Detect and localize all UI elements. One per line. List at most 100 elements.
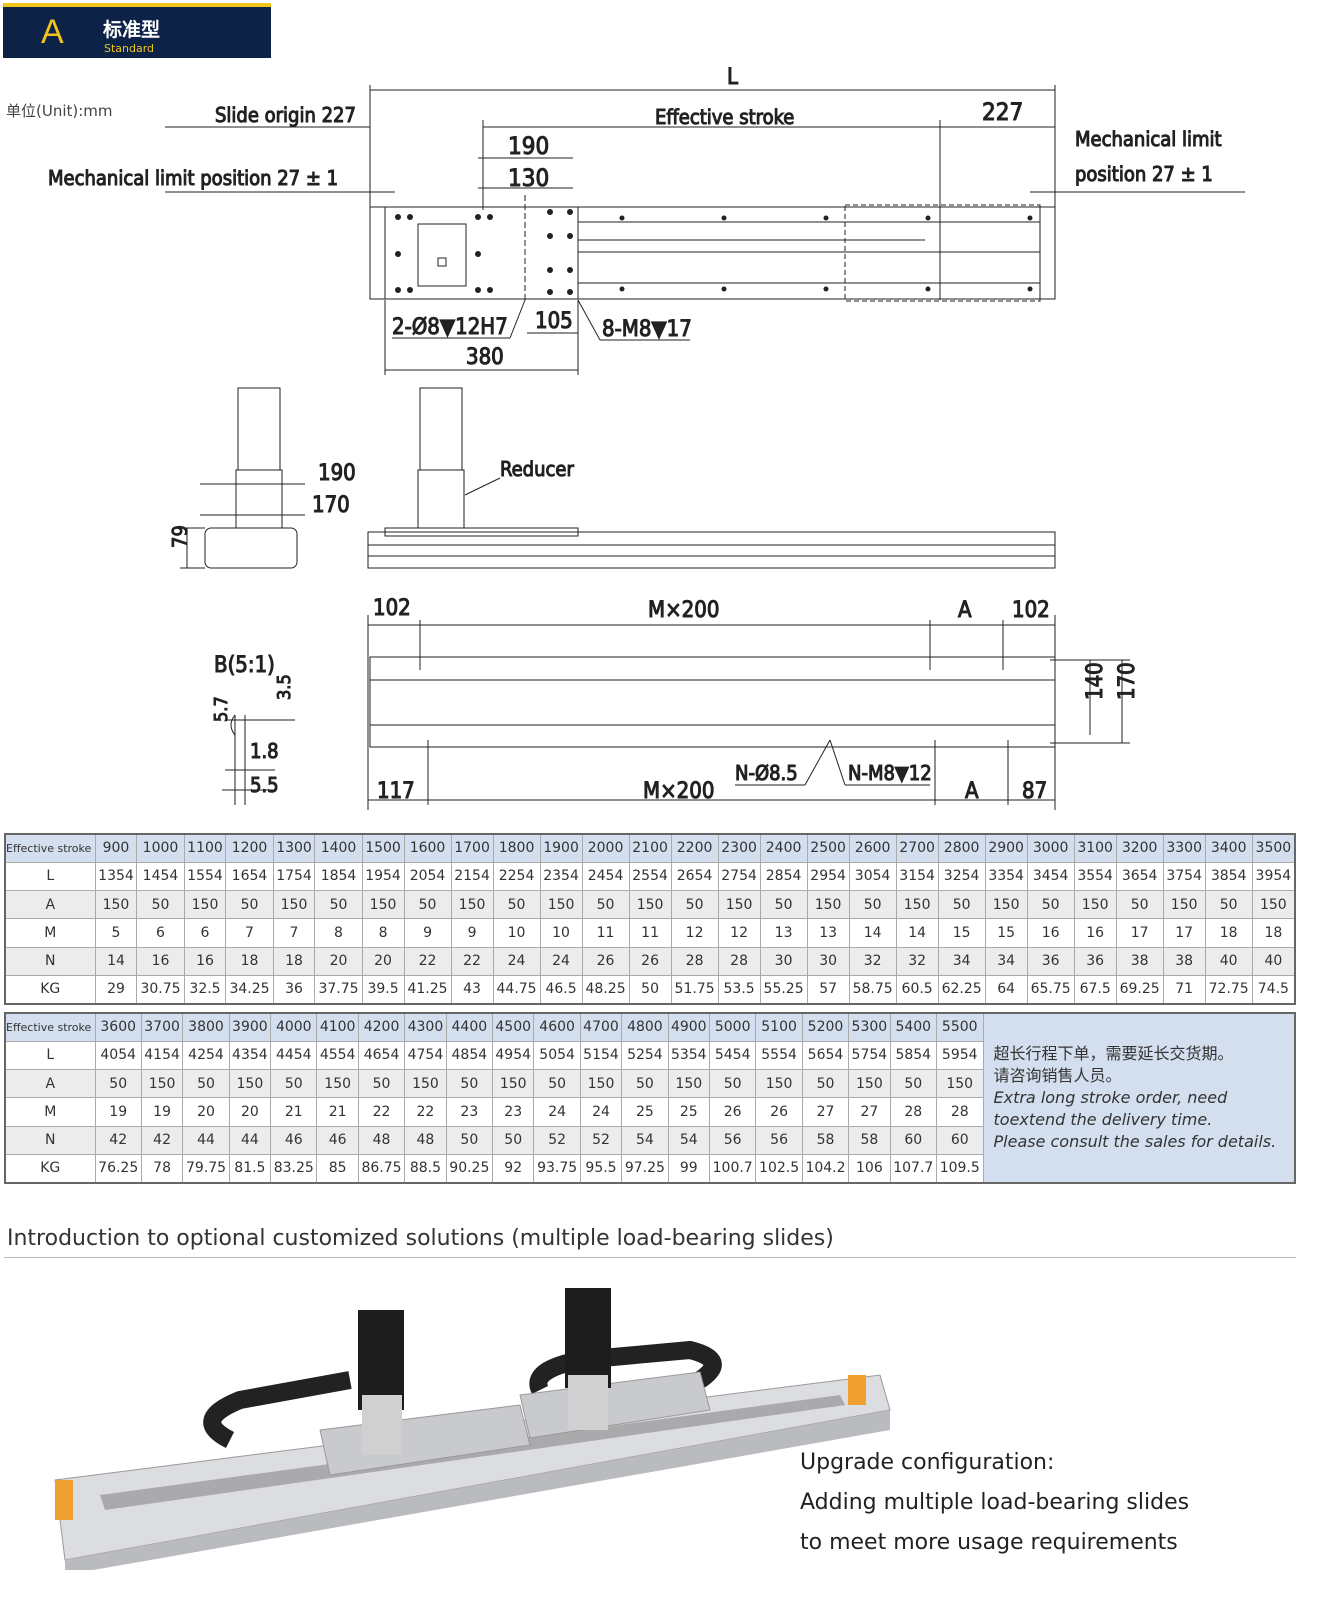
table-cell: 150 [667, 1069, 710, 1099]
table-cell: 54 [621, 1125, 669, 1155]
table-cell: 50 [670, 890, 719, 920]
table-cell: 28 [889, 1097, 937, 1127]
table-cell: 44.75 [492, 974, 541, 1005]
front-view [367, 387, 1056, 569]
table-cell: 2700 [895, 833, 939, 863]
table-cell: 50 [492, 1125, 535, 1155]
table-cell: 40 [1251, 946, 1296, 976]
table-cell: 1800 [492, 833, 541, 863]
table-cell: 4254 [182, 1040, 230, 1071]
table-cell: 8 [314, 918, 363, 948]
table-cell: 1500 [361, 833, 405, 863]
table-cell: 99 [667, 1153, 710, 1184]
table-cell: 3154 [895, 861, 939, 892]
table-cell: 3554 [1073, 861, 1117, 892]
table-cell: 18 [1251, 918, 1296, 948]
table-cell: 50 [533, 1069, 581, 1099]
table-cell: 3600 [94, 1012, 142, 1042]
table-cell: 2300 [717, 833, 761, 863]
table-cell: 20 [228, 1097, 272, 1127]
table-cell: 23 [492, 1097, 535, 1127]
table-cell: 11 [581, 918, 630, 948]
row-label: N [4, 1125, 96, 1155]
table-cell: 2500 [806, 833, 850, 863]
table-cell: 3354 [984, 861, 1028, 892]
table-cell: 60 [935, 1125, 984, 1155]
table-cell: 79.75 [182, 1153, 230, 1184]
dim-130: 130 [508, 164, 549, 192]
row-label: Effective stroke [4, 1012, 96, 1042]
table-cell: 52 [579, 1125, 623, 1155]
table-cell: 67.5 [1073, 974, 1117, 1005]
table-cell: 8 [361, 918, 405, 948]
row-label: A [4, 890, 96, 920]
table-cell: 78 [140, 1153, 184, 1184]
table-cell: 76.25 [94, 1153, 142, 1184]
dim-190: 190 [508, 132, 549, 160]
detail-b-label: B(5:1) [214, 653, 275, 678]
table-cell: 46 [270, 1125, 318, 1155]
end-view [180, 387, 305, 569]
table-cell: 1700 [450, 833, 494, 863]
table-cell: 25 [667, 1097, 710, 1127]
pin-hole-spec: 2-Ø8▼12H7 [392, 315, 508, 340]
note-en-1: Extra long stroke order, need [993, 1087, 1228, 1107]
table-cell: 150 [361, 890, 405, 920]
table-cell: 5000 [708, 1012, 757, 1042]
table-cell: 23 [445, 1097, 494, 1127]
badge-title-en: Standard [104, 42, 155, 55]
note-en-2: toextend the delivery time. [993, 1109, 1213, 1129]
upgrade-line-3: to meet more usage requirements [800, 1530, 1178, 1555]
table-cell: 50 [848, 890, 897, 920]
table-cell: 15 [984, 918, 1028, 948]
hole-spec: N-Ø8.5 [735, 761, 798, 785]
table-cell: 150 [984, 890, 1028, 920]
table-cell: 16 [1026, 918, 1075, 948]
table-cell: 150 [1251, 890, 1296, 920]
table-cell: 150 [717, 890, 761, 920]
table-cell: 1200 [225, 833, 274, 863]
row-label: L [4, 1040, 96, 1071]
mech-limit-left: Mechanical limit position 27 ± 1 [48, 166, 338, 190]
table-cell: 104.2 [801, 1153, 850, 1184]
table-cell: 5400 [889, 1012, 937, 1042]
table-cell: 28 [935, 1097, 984, 1127]
table-cell: 4300 [404, 1012, 447, 1042]
table-cell: 36 [272, 974, 316, 1005]
table-cell: 150 [1073, 890, 1117, 920]
note-cn-1: 超长行程下单，需要延长交货期。 [993, 1043, 1234, 1063]
dim-117: 117 [377, 779, 415, 804]
table-cell: 2954 [806, 861, 850, 892]
dim-87: 87 [1022, 779, 1047, 804]
dim-1-8: 1.8 [250, 739, 279, 763]
table-cell: 6 [136, 918, 185, 948]
section-title: Introduction to optional customized solu… [7, 1226, 834, 1251]
table-cell: 2200 [670, 833, 719, 863]
table-cell: 150 [579, 1069, 623, 1099]
table-cell: 5654 [801, 1040, 850, 1071]
table-cell: 44 [182, 1125, 230, 1155]
table-cell: 32.5 [183, 974, 227, 1005]
table-cell: 69.25 [1115, 974, 1164, 1005]
top-view [165, 85, 1245, 375]
table-cell: 100.7 [708, 1153, 757, 1184]
table-cell: 5854 [889, 1040, 937, 1071]
table-cell: 13 [806, 918, 850, 948]
table-cell: 150 [1162, 890, 1206, 920]
long-stroke-note: 超长行程下单，需要延长交货期。请咨询销售人员。Extra long stroke… [982, 1012, 1296, 1184]
table-cell: 3100 [1073, 833, 1117, 863]
table-cell: 18 [1204, 918, 1253, 948]
table-cell: 7 [272, 918, 316, 948]
table-cell: 56 [755, 1125, 803, 1155]
table-cell: 150 [228, 1069, 272, 1099]
table-cell: 97.25 [621, 1153, 669, 1184]
dim-105: 105 [535, 309, 573, 334]
table-cell: 22 [357, 1097, 406, 1127]
table-cell: 1654 [225, 861, 274, 892]
dim-mx200-top: M×200 [648, 598, 719, 623]
